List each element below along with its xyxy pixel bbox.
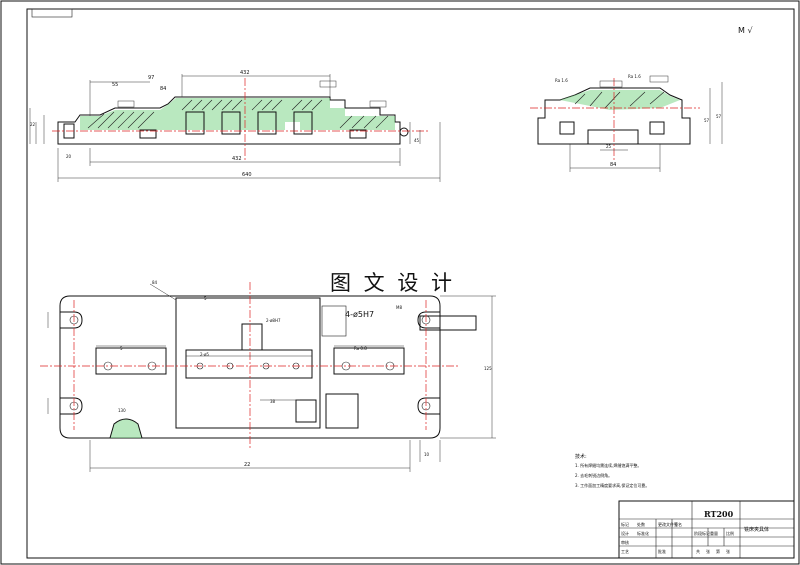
dim-40-left: 22 (30, 122, 36, 127)
note-2: 2. 去毛刺锐边倒角。 (575, 472, 612, 478)
drawing-name: 铣床夹具体 (744, 526, 769, 533)
plan-dim-640: 22 (244, 462, 250, 468)
plan-dim-19-8: 2-ø5 (200, 352, 209, 357)
side-dim-84: 84 (610, 162, 616, 168)
tb-cell: 阶段标记 (694, 530, 710, 536)
side-dim-57-a: 57 (704, 118, 710, 123)
technical-notes: 技术: 1. 所有焊缝均需连续,焊缝饱满平整。 2. 去毛刺锐边倒角。 3. 工… (575, 453, 649, 488)
tb-cell: 签名 (674, 521, 682, 527)
plan-dim-2-5: 130 (118, 408, 126, 413)
drawing-code: RT200 (704, 509, 734, 519)
note-3: 3. 工作面加工精度要求高,保证定位可靠。 (575, 482, 649, 488)
dim-432-bottom: 432 (232, 156, 242, 162)
plan-dim-10-left: 5 (120, 346, 123, 351)
tb-cell: 重量 (710, 530, 718, 536)
dim-84: 84 (160, 86, 166, 92)
plan-dim-2-8h7: 2-ø8H7 (266, 318, 281, 323)
side-dim-25: 25 (606, 144, 612, 149)
front-section-view: 432 84 55 97 432 640 22 20 45 (29, 70, 441, 182)
drawing-frame (26, 8, 795, 559)
dim-97: 97 (148, 75, 154, 81)
side-ra-right: Ra 1.6 (628, 74, 641, 79)
plan-dim-125: 125 (484, 366, 492, 371)
dim-22-right: 45 (414, 138, 420, 143)
tb-cell: 标准化 (637, 530, 649, 536)
note-1: 1. 所有焊缝均需连续,焊缝饱满平整。 (575, 462, 641, 468)
tb-cell: 设计 (621, 530, 629, 536)
side-dim-57-b: 57 (716, 114, 722, 119)
title-block: RT200 铣床夹具体 标记 处数 更改文件号 签名 设计 标准化 审核 工艺 … (618, 500, 795, 559)
tb-cell: 审核 (621, 539, 629, 545)
hole-callout: 4-ø5H7 (345, 310, 374, 319)
dim-55: 55 (112, 82, 118, 88)
tb-cell: 比例 (726, 530, 734, 536)
plan-dim-5: 5 (204, 296, 207, 301)
plan-view: 84 5 M8 2-ø8H7 5 Ra 0.8 2-ø5 38 130 22 1… (40, 280, 496, 472)
plan-dim-84: 84 (152, 280, 158, 285)
corner-roughness-mark: M √ (738, 26, 753, 35)
dim-640: 640 (242, 172, 252, 178)
watermark-text: 图 文 设 计 (330, 271, 455, 295)
frame-code-box (31, 8, 73, 18)
tb-cell: 工艺 (621, 549, 629, 554)
side-section-view: Ra 1.6 Ra 1.6 57 57 25 84 (530, 74, 723, 172)
notes-heading: 技术: (575, 453, 587, 460)
plan-dim-22: 10 (424, 452, 430, 457)
tb-cell: 更改文件号 (658, 521, 678, 527)
plan-dim-10-right: Ra 0.8 (354, 346, 367, 351)
plan-dim-phi12: M8 (396, 305, 402, 310)
dim-432-top: 432 (240, 70, 250, 76)
tb-cell: 处数 (637, 521, 645, 527)
tb-cell: 标记 (621, 521, 629, 527)
side-ra-left: Ra 1.6 (555, 78, 568, 83)
tb-cell: 批准 (658, 548, 666, 554)
tb-cell: 张 (726, 548, 730, 554)
tb-cell: 张 (706, 548, 710, 554)
tb-cell: 共 (696, 548, 700, 554)
plan-dim-29-5: 38 (270, 399, 276, 404)
tb-cell: 第 (716, 548, 720, 554)
dim-22-left: 20 (66, 154, 72, 159)
